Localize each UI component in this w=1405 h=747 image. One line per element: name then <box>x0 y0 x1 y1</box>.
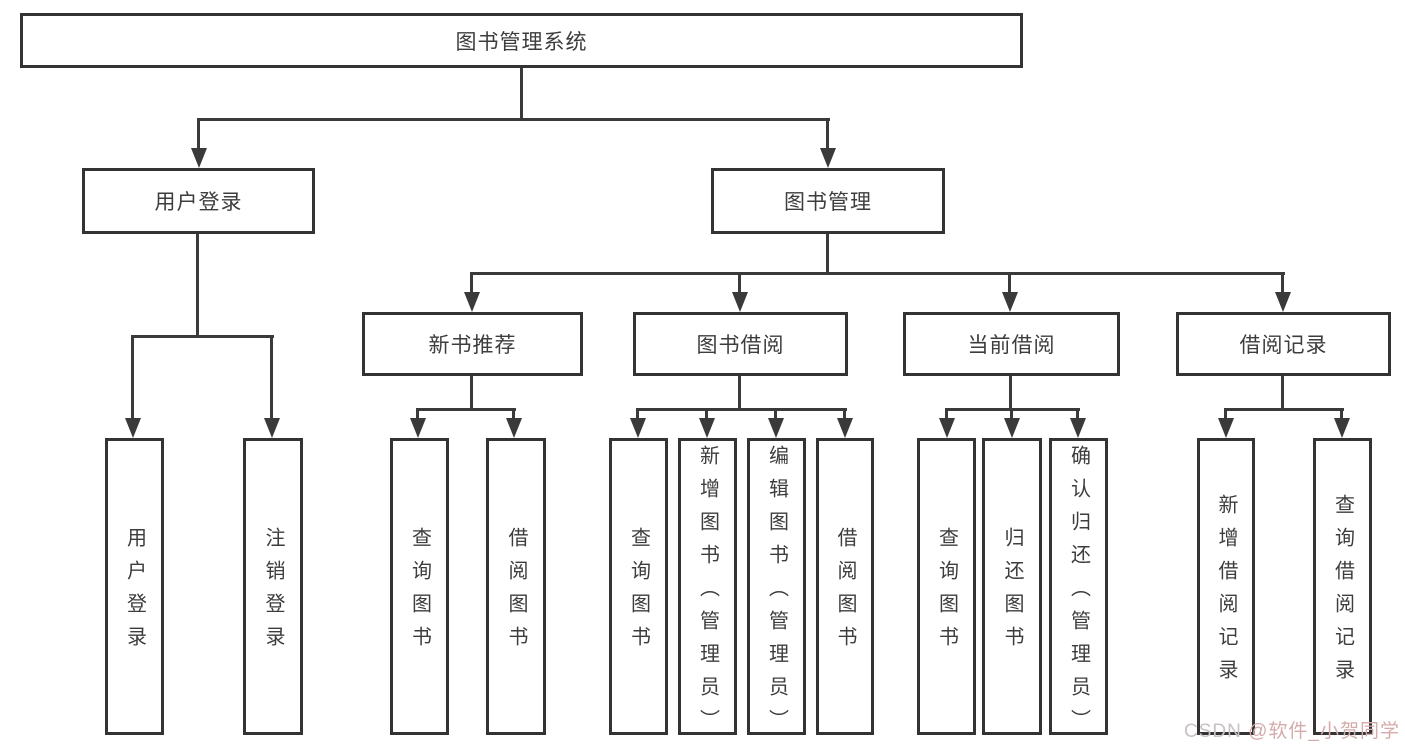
connector-line <box>1224 408 1227 420</box>
connector-line <box>196 234 199 338</box>
leaf-add-borrow-record: 新增借阅记录 <box>1197 438 1255 735</box>
node-root: 图书管理系统 <box>20 13 1023 68</box>
arrow-down-icon <box>1070 418 1086 438</box>
connector-line <box>826 234 829 275</box>
leaf-label: 查询图书 <box>935 527 958 659</box>
arrow-down-icon <box>125 418 141 438</box>
leaf-label: 用户登录 <box>123 527 146 659</box>
leaf-label: 新增图书（管理员） <box>696 444 719 742</box>
leaf-label: 归还图书 <box>1001 527 1023 659</box>
connector-line <box>197 118 200 150</box>
connector-line <box>470 272 1285 275</box>
arrow-down-icon <box>1002 292 1018 312</box>
node-user-login-label: 用户登录 <box>154 191 243 214</box>
arrow-down-icon <box>506 418 522 438</box>
connector-line <box>1009 376 1012 411</box>
node-new-book-recommend: 新书推荐 <box>362 312 583 376</box>
arrow-down-icon <box>410 418 426 438</box>
leaf-query-borrow-record: 查询借阅记录 <box>1313 438 1372 735</box>
leaf-label: 借阅图书 <box>834 527 856 659</box>
arrow-down-icon <box>630 418 646 438</box>
leaf-label: 查询图书 <box>627 527 650 659</box>
arrow-down-icon <box>1218 418 1234 438</box>
connector-line <box>416 408 419 420</box>
node-new-book-recommend-label: 新书推荐 <box>428 334 517 357</box>
node-book-management-label: 图书管理 <box>784 191 872 214</box>
node-user-login: 用户登录 <box>82 168 315 234</box>
arrow-down-icon <box>191 148 207 168</box>
connector-line <box>1076 408 1079 420</box>
watermark-author: @软件_小贺同学 <box>1248 721 1400 742</box>
arrow-down-icon <box>264 418 280 438</box>
arrow-down-icon <box>1004 418 1020 438</box>
leaf-label: 新增借阅记录 <box>1215 494 1237 692</box>
connector-line <box>197 118 830 121</box>
node-book-borrow: 图书借阅 <box>633 312 848 376</box>
node-root-label: 图书管理系统 <box>455 30 588 54</box>
leaf-return-book: 归还图书 <box>982 438 1042 735</box>
node-book-borrow-label: 图书借阅 <box>696 334 785 357</box>
leaf-label: 注销登录 <box>262 527 284 659</box>
node-current-borrow-label: 当前借阅 <box>967 334 1056 357</box>
connector-line <box>131 335 274 338</box>
arrow-down-icon <box>699 418 715 438</box>
arrow-down-icon <box>939 418 955 438</box>
arrow-down-icon <box>732 292 748 312</box>
connector-line <box>270 335 273 420</box>
connector-line <box>826 118 829 150</box>
connector-line <box>636 408 847 411</box>
connector-line <box>1008 272 1011 295</box>
connector-line <box>1010 408 1013 420</box>
connector-line <box>705 408 708 420</box>
arrow-down-icon <box>464 292 480 312</box>
node-borrow-record-label: 借阅记录 <box>1239 334 1328 357</box>
connector-line <box>738 376 741 411</box>
connector-line <box>774 408 777 420</box>
leaf-label: 借阅图书 <box>505 527 527 659</box>
watermark: CSDN @软件_小贺同学 <box>1184 716 1400 743</box>
leaf-label: 查询图书 <box>408 527 431 659</box>
leaf-label: 确认归还（管理员） <box>1067 444 1090 742</box>
connector-line <box>520 68 523 121</box>
connector-line <box>1340 408 1343 420</box>
leaf-add-book-admin: 新增图书（管理员） <box>678 438 737 742</box>
leaf-edit-book-admin: 编辑图书（管理员） <box>747 438 806 742</box>
connector-line <box>1224 408 1344 411</box>
watermark-brand: CSDN <box>1184 721 1249 742</box>
connector-line <box>738 272 741 295</box>
leaf-user-login: 用户登录 <box>105 438 164 735</box>
leaf-query-book-3: 查询图书 <box>917 438 976 735</box>
node-book-management: 图书管理 <box>711 168 945 234</box>
connector-line <box>636 408 639 420</box>
arrow-down-icon <box>1334 418 1350 438</box>
connector-line <box>945 408 948 420</box>
leaf-label: 查询借阅记录 <box>1331 494 1354 692</box>
leaf-label: 编辑图书（管理员） <box>765 444 788 742</box>
connector-line <box>512 408 515 420</box>
leaf-logout: 注销登录 <box>243 438 303 735</box>
arrow-down-icon <box>1275 292 1291 312</box>
connector-line <box>416 408 516 411</box>
arrow-down-icon <box>768 418 784 438</box>
connector-line <box>470 272 473 295</box>
connector-line <box>1281 272 1284 295</box>
connector-line <box>470 376 473 411</box>
leaf-query-book-1: 查询图书 <box>390 438 449 735</box>
node-current-borrow: 当前借阅 <box>903 312 1120 376</box>
arrow-down-icon <box>820 148 836 168</box>
connector-line <box>131 335 134 420</box>
arrow-down-icon <box>837 418 853 438</box>
leaf-query-book-2: 查询图书 <box>609 438 668 735</box>
connector-line <box>1281 376 1284 411</box>
node-borrow-record: 借阅记录 <box>1176 312 1391 376</box>
leaf-confirm-return-admin: 确认归还（管理员） <box>1049 438 1108 742</box>
connector-line <box>843 408 846 420</box>
leaf-borrow-book-2: 借阅图书 <box>816 438 874 735</box>
leaf-borrow-book-1: 借阅图书 <box>486 438 546 735</box>
